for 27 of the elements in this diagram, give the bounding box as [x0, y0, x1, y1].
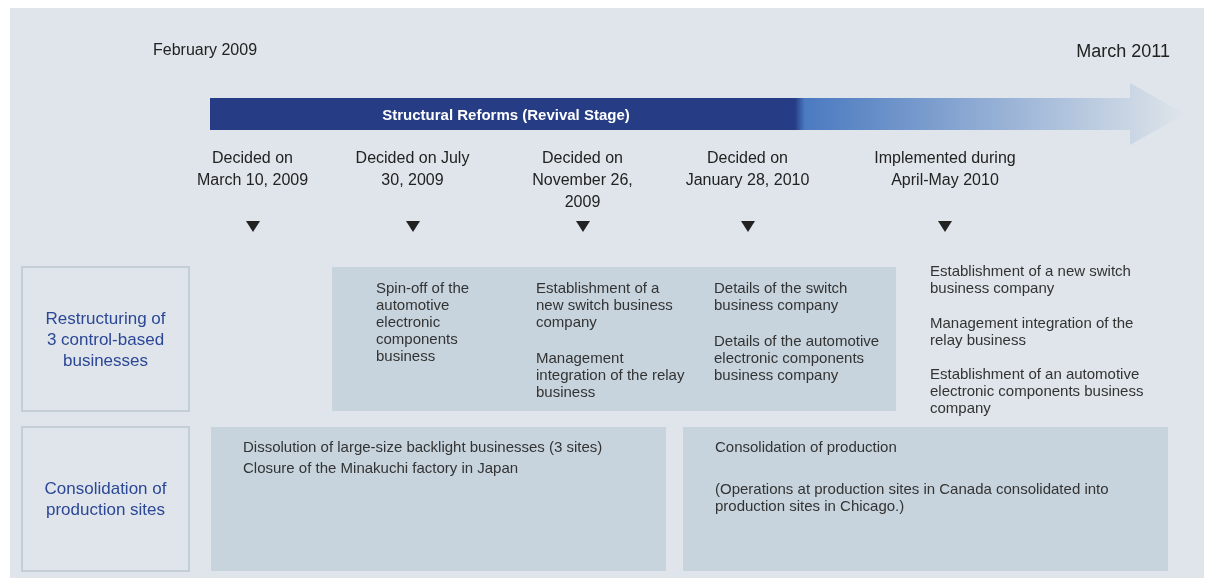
bullet-item: Consolidation of production — [714, 438, 898, 455]
bullet-item: Details of the switch business company — [713, 279, 849, 313]
band-title: Structural Reforms (Revival Stage) — [381, 106, 631, 123]
text-panel — [211, 427, 666, 571]
bullet-item: Spin-off of the automotive electronic components business — [375, 279, 471, 364]
bullet-item: Management integration of the relay business — [535, 349, 686, 400]
decision-date: Decided on November 26, 2009 — [531, 148, 634, 212]
bullet-item: Details of the automotive electronic components business company — [713, 332, 881, 383]
note-text: (Operations at production sites in Canada consolidated into production sites in Chicago.) — [714, 480, 1110, 514]
text-panel — [332, 267, 896, 411]
decision-date: Decided on July 30, 2009 — [354, 148, 471, 190]
row-header-box — [21, 266, 190, 412]
decision-date: Decided on March 10, 2009 — [195, 148, 310, 190]
date-label: March 2011 — [1075, 41, 1170, 62]
bullet-item: Establishment of an automotive electronic components business company — [929, 365, 1145, 416]
row-title: Restructuring of 3 control-based businesses — [44, 307, 167, 371]
decision-date: Decided on January 28, 2010 — [684, 148, 811, 190]
text-panel — [683, 427, 1168, 571]
decision-date: Implemented during April-May 2010 — [873, 148, 1017, 190]
bullet-item: Closure of the Minakuchi factory in Japan — [242, 459, 520, 476]
row-header-box — [21, 426, 190, 572]
row-title: Consolidation of production sites — [43, 478, 168, 520]
bullet-item: Establishment of a new switch business company — [929, 262, 1132, 296]
bullet-item: Establishment of a new switch business company — [535, 279, 674, 330]
bullet-item: Management integration of the relay business — [929, 314, 1135, 348]
bullet-item: Dissolution of large-size backlight businesses (3 sites) — [242, 438, 604, 455]
date-label: February 2009 — [153, 41, 259, 59]
